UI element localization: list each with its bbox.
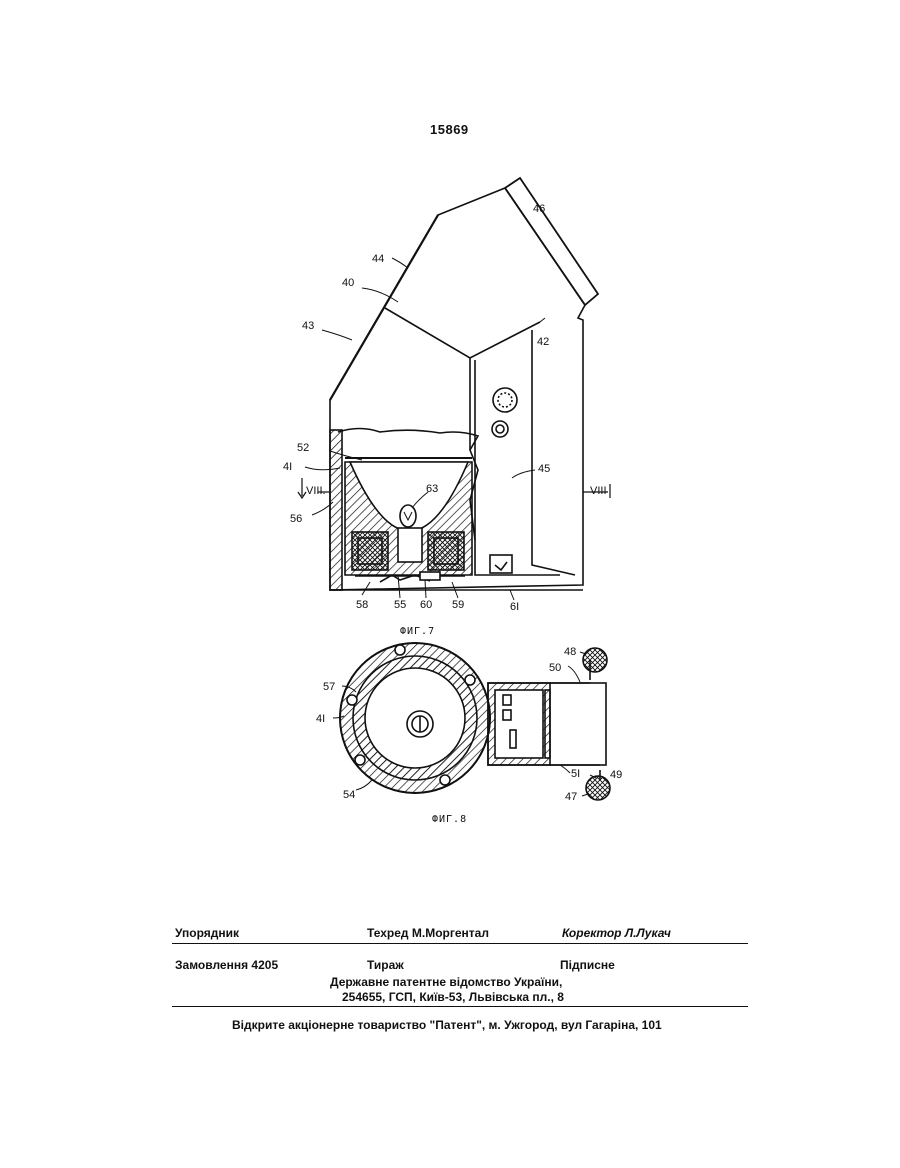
fig8-label-54: 54 (343, 789, 355, 801)
imprint-printer: Відкрите акціонерне товариство "Патент",… (232, 1018, 662, 1032)
fig7-lid-strip (505, 178, 598, 305)
fig8-label-41: 4I (316, 713, 325, 725)
imprint-office-line2: 254655, ГСП, Київ-53, Львівська пл., 8 (342, 990, 564, 1004)
imprint-rule-bottom (172, 1006, 748, 1007)
fig8-label-50: 50 (549, 662, 561, 674)
fig8-roller-bottom (586, 776, 610, 800)
fig8-label-51: 5I (571, 768, 580, 780)
fig7-side-panel (532, 330, 575, 575)
fig7-label-41: 4I (283, 461, 292, 473)
imprint-subscription: Підписне (560, 958, 615, 972)
fig7-knob-large (493, 388, 517, 412)
imprint-office-line1: Державне патентне відомство України, (330, 975, 562, 989)
fig7-label-45: 45 (538, 463, 550, 475)
imprint-techred: Техред М.Моргентал (367, 926, 489, 940)
fig7-label-40: 40 (342, 277, 354, 289)
fig7-label-60: 60 (420, 599, 432, 611)
fig7-label-63: 63 (426, 483, 438, 495)
imprint-rule-top (172, 943, 748, 944)
fig8-drawing (333, 643, 610, 800)
fig8-roller-top (583, 648, 607, 672)
fig7-lamp-base (398, 528, 422, 562)
imprint-corrector: Коректор Л.Лукач (562, 926, 671, 940)
fig7-caption: ФИГ.7 (400, 626, 435, 637)
fig8-label-48: 48 (564, 646, 576, 658)
fig7-label-55: 55 (394, 599, 406, 611)
fig8-caption: ФИГ.8 (432, 814, 467, 825)
fig7-section-left: VIII. (306, 485, 326, 497)
fig7-section-right: VIII (590, 485, 607, 497)
imprint-compiler: Упорядник (175, 926, 239, 940)
fig7-label-61: 6I (510, 601, 519, 613)
fig7-label-42: 42 (537, 336, 549, 348)
imprint-order: Замовлення 4205 (175, 958, 278, 972)
fig8-label-49: 49 (610, 769, 622, 781)
fig7-label-46: 46 (533, 203, 545, 215)
fig8-label-57: 57 (323, 681, 335, 693)
fig7-label-44: 44 (372, 253, 384, 265)
fig7-label-59: 59 (452, 599, 464, 611)
fig7-knob-small (492, 421, 508, 437)
imprint-circulation: Тираж (367, 958, 404, 972)
fig8-label-47: 47 (565, 791, 577, 803)
fig7-lamp-bulb (400, 505, 416, 527)
fig7-label-56: 56 (290, 513, 302, 525)
fig7-drawing (298, 178, 610, 600)
fig7-label-52: 52 (297, 442, 309, 454)
fig7-label-58: 58 (356, 599, 368, 611)
fig7-label-43: 43 (302, 320, 314, 332)
